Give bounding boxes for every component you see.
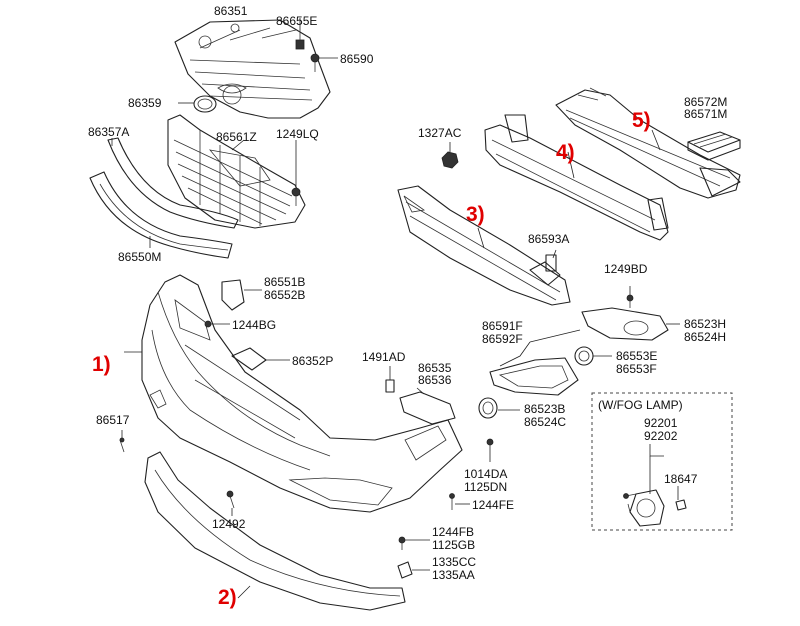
grille-cover-86351 — [174, 19, 331, 119]
label-86524C: 86524C — [524, 415, 566, 429]
label-86572M: 86572M — [684, 95, 727, 109]
lower-spoiler-2 — [144, 451, 406, 611]
label-86553E: 86553E — [616, 349, 657, 363]
label-86357A: 86357A — [88, 125, 129, 139]
label-1249BD: 1249BD — [604, 262, 648, 276]
nut-1327AC — [441, 151, 459, 169]
screw-1244BG — [204, 320, 212, 328]
label-92202: 92202 — [644, 429, 678, 443]
callout-4: 4) — [556, 141, 575, 164]
label-1244FE: 1244FE — [472, 498, 514, 512]
stay-86352P — [231, 347, 267, 371]
radiator-grille-86561Z — [167, 114, 306, 229]
callout-5: 5) — [632, 109, 651, 132]
label-1244BG: 1244BG — [232, 318, 276, 332]
label-1125DN: 1125DN — [464, 480, 507, 494]
screw-1244FE — [449, 493, 455, 510]
back-beam-3 — [397, 185, 571, 306]
label-1335AA: 1335AA — [432, 568, 475, 582]
clip-1335CC — [397, 561, 413, 579]
fog-lamp-box — [591, 392, 733, 531]
step-pad-86571M — [687, 131, 741, 161]
label-fog-lamp-box: (W/FOG LAMP) — [598, 398, 683, 412]
fog-lamp-92201 — [623, 489, 665, 527]
bracket-86593A — [545, 254, 557, 272]
label-1335CC: 1335CC — [432, 555, 476, 569]
screw-1249LQ — [291, 187, 301, 206]
bolt-86590 — [310, 53, 320, 72]
callout-2: 2) — [218, 586, 237, 609]
label-86351: 86351 — [214, 4, 248, 18]
label-86551B: 86551B — [264, 275, 305, 289]
label-1327AC: 1327AC — [418, 126, 462, 140]
label-1125GB: 1125GB — [432, 538, 475, 552]
emblem-86359 — [193, 95, 217, 113]
callouts: 1) 2) 3) 4) 5) — [92, 109, 651, 609]
clip-86655E — [295, 30, 305, 50]
screw-1249BD — [626, 294, 634, 308]
label-86552B: 86552B — [264, 288, 305, 302]
label-86524H: 86524H — [684, 330, 726, 344]
screw-12492 — [226, 490, 235, 509]
label-86517: 86517 — [96, 413, 130, 427]
label-86352P: 86352P — [292, 354, 333, 368]
cap-86523B — [478, 397, 498, 419]
label-1249LQ: 1249LQ — [276, 127, 319, 141]
ring-86553E — [574, 346, 594, 366]
bolt-86517 — [119, 437, 125, 453]
label-18647: 18647 — [664, 472, 698, 486]
part-labels: 86351 86655E 86590 86359 86357A 86561Z 1… — [88, 4, 727, 582]
label-86535: 86535 — [418, 361, 452, 375]
label-86655E: 86655E — [276, 14, 317, 28]
bezel-86523H — [581, 307, 669, 341]
callout-1: 1) — [92, 353, 111, 376]
label-86536: 86536 — [418, 373, 452, 387]
grille-molding-86550M — [89, 171, 233, 259]
label-12492: 12492 — [212, 517, 246, 531]
label-86593A: 86593A — [528, 232, 569, 246]
label-92201: 92201 — [644, 416, 678, 430]
label-1491AD: 1491AD — [362, 350, 406, 364]
bracket-86535 — [399, 391, 456, 425]
label-1014DA: 1014DA — [464, 467, 507, 481]
label-86592F: 86592F — [482, 332, 523, 346]
screw-1244FB — [398, 536, 406, 550]
clip-1491AD — [385, 379, 395, 393]
energy-absorber-5 — [555, 87, 741, 199]
callout-3: 3) — [466, 203, 485, 226]
screw-1014DA — [486, 438, 494, 446]
label-86571M: 86571M — [684, 107, 727, 121]
leader-lines — [111, 18, 680, 599]
bracket-86551B — [221, 279, 245, 311]
label-1244FB: 1244FB — [432, 525, 474, 539]
label-86590: 86590 — [340, 52, 374, 66]
label-86591F: 86591F — [482, 319, 523, 333]
grille-molding-86357A — [107, 137, 239, 229]
label-86523B: 86523B — [524, 402, 565, 416]
label-86550M: 86550M — [118, 250, 161, 264]
bumper-beam-4 — [484, 114, 669, 241]
label-86561Z: 86561Z — [216, 130, 257, 144]
label-86359: 86359 — [128, 96, 162, 110]
label-86553F: 86553F — [616, 362, 657, 376]
label-86523H: 86523H — [684, 317, 726, 331]
bulb-18647 — [675, 499, 687, 511]
fog-lamp-cover-86591F — [489, 357, 579, 396]
